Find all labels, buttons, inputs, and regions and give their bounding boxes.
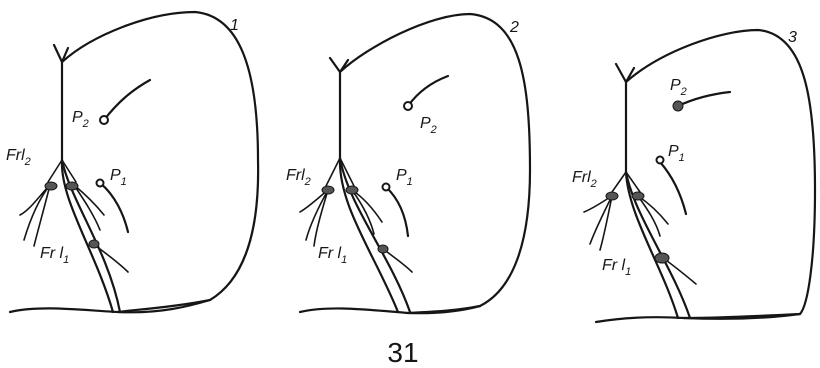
frl2-socket-left bbox=[322, 186, 334, 194]
figure-number: 31 bbox=[387, 337, 418, 368]
label-frl2: Frl2 bbox=[6, 147, 31, 168]
p1-seta bbox=[660, 162, 686, 214]
panel-number: 3 bbox=[788, 29, 797, 46]
panel-1: 1 P2 P1 Frl2 Fr l1 bbox=[6, 12, 258, 312]
frl2-socket-right bbox=[346, 186, 358, 194]
frl1-socket bbox=[655, 253, 669, 263]
label-frl1: Fr l1 bbox=[602, 257, 631, 278]
frl2-socket-left bbox=[45, 182, 57, 190]
p2-socket bbox=[100, 116, 108, 124]
label-frl2: Frl2 bbox=[286, 167, 311, 188]
label-frl2: Frl2 bbox=[572, 169, 597, 190]
label-p1: P1 bbox=[668, 143, 685, 164]
epicranial-suture bbox=[330, 58, 348, 158]
epicranial-suture bbox=[54, 45, 68, 160]
head-capsule-outline bbox=[62, 12, 258, 312]
p1-seta bbox=[386, 187, 408, 236]
panel-number: 2 bbox=[509, 19, 519, 36]
frl2-socket-right bbox=[66, 182, 78, 190]
label-p2: P2 bbox=[670, 77, 687, 98]
p2-seta bbox=[408, 76, 448, 106]
label-p2: P2 bbox=[72, 109, 89, 130]
panel-2: 2 P2 P1 Frl2 Fr l1 bbox=[286, 14, 530, 313]
label-p1: P1 bbox=[110, 167, 127, 188]
p1-seta bbox=[100, 183, 128, 232]
p1-socket bbox=[97, 180, 104, 187]
label-p2: P2 bbox=[420, 115, 437, 136]
label-frl1: Fr l1 bbox=[318, 245, 347, 266]
head-capsule-outline bbox=[340, 14, 530, 313]
panel-3: 3 P2 P1 Frl2 Fr l1 bbox=[572, 29, 815, 322]
frl1-socket bbox=[89, 240, 99, 248]
frl2-socket-left bbox=[606, 192, 618, 200]
p1-socket bbox=[383, 184, 390, 191]
p2-socket bbox=[404, 102, 412, 110]
p2-seta bbox=[104, 80, 150, 120]
p1-socket bbox=[657, 157, 664, 164]
panel-number: 1 bbox=[230, 17, 239, 34]
label-p1: P1 bbox=[396, 167, 413, 188]
p2-socket bbox=[673, 101, 683, 111]
epicranial-suture bbox=[616, 64, 634, 172]
label-frl1: Fr l1 bbox=[40, 245, 69, 266]
frontal-suture-left bbox=[340, 158, 398, 312]
head-capsule-outline bbox=[626, 30, 815, 318]
frl2-socket-right bbox=[632, 192, 644, 200]
frl1-socket bbox=[378, 245, 388, 253]
